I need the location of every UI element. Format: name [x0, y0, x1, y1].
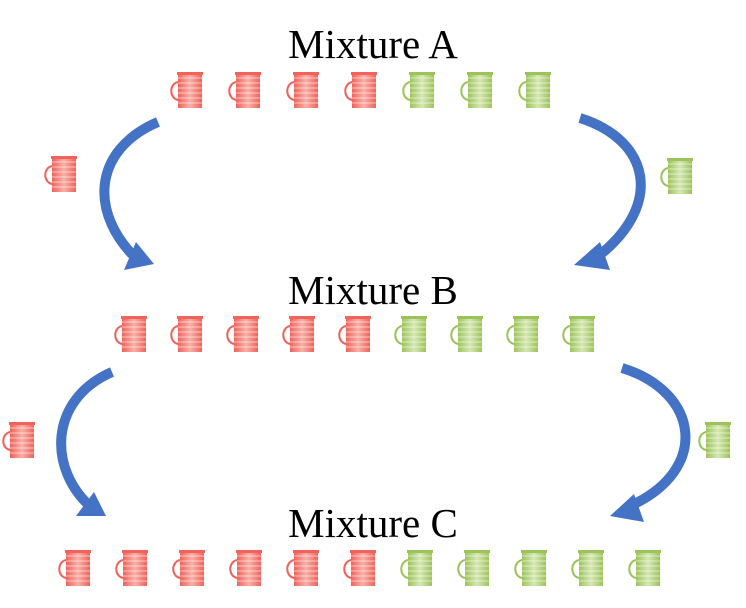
- green-cup-icon: [460, 72, 493, 108]
- red-cup-icon: [286, 550, 319, 586]
- mixture-c-title: Mixture C: [288, 500, 458, 546]
- green-cup-icon: [562, 316, 595, 352]
- green-cup-icon: [518, 72, 551, 108]
- red-cup-icon: [226, 316, 259, 352]
- mixture-a-cups: [170, 72, 551, 108]
- red-cup-icon: [44, 156, 77, 192]
- transition-arrows: [56, 113, 691, 522]
- green-cup-icon: [400, 550, 433, 586]
- red-cup-icon: [344, 72, 377, 108]
- added-cups: [2, 156, 731, 458]
- mixture-a-title: Mixture A: [288, 21, 458, 67]
- green-cup-icon: [402, 72, 435, 108]
- red-cup-icon: [228, 72, 261, 108]
- green-cup-icon: [660, 158, 693, 194]
- red-cup-icon: [114, 316, 147, 352]
- mixture-b-title: Mixture B: [288, 267, 458, 313]
- red-cup-icon: [338, 316, 371, 352]
- green-cup-icon: [457, 550, 490, 586]
- mixture-c-cups: [58, 550, 661, 586]
- curved-arrow-icon: [56, 367, 115, 516]
- curved-arrow-icon: [610, 363, 691, 522]
- mixture-b-cups: [114, 316, 595, 352]
- green-cup-icon: [514, 550, 547, 586]
- red-cup-icon: [282, 316, 315, 352]
- green-cup-icon: [698, 422, 731, 458]
- red-cup-icon: [343, 550, 376, 586]
- green-cup-icon: [506, 316, 539, 352]
- green-cup-icon: [628, 550, 661, 586]
- red-cup-icon: [2, 422, 35, 458]
- green-cup-icon: [450, 316, 483, 352]
- red-cup-icon: [170, 316, 203, 352]
- curved-arrow-icon: [574, 113, 646, 270]
- red-cup-icon: [58, 550, 91, 586]
- green-cup-icon: [394, 316, 427, 352]
- green-cup-icon: [571, 550, 604, 586]
- red-cup-icon: [115, 550, 148, 586]
- red-cup-icon: [170, 72, 203, 108]
- curved-arrow-icon: [99, 117, 161, 270]
- red-cup-icon: [286, 72, 319, 108]
- red-cup-icon: [229, 550, 262, 586]
- red-cup-icon: [172, 550, 205, 586]
